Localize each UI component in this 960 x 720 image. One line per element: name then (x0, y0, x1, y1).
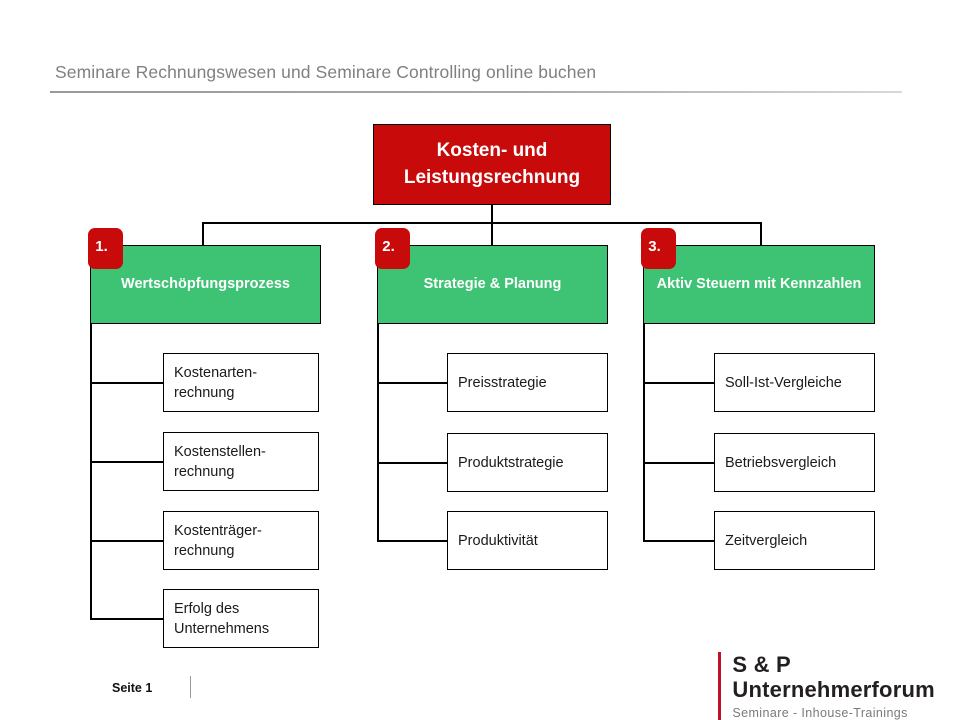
leaf-node-label: Kostenarten- rechnung (174, 364, 258, 401)
header-divider (50, 91, 902, 93)
rail-col2 (377, 324, 379, 542)
stub-col2-item1 (377, 382, 448, 384)
leaf-node-label: Produktstrategie (458, 454, 564, 471)
stub-col3-item3 (643, 540, 715, 542)
company-logo: S & P Unternehmerforum Seminare - Inhous… (718, 652, 960, 720)
connector-drop-col1 (202, 222, 204, 246)
leaf-node: Erfolg des Unternehmens (163, 589, 319, 648)
stub-col1-item4 (90, 618, 164, 620)
logo-accent-bar (718, 652, 722, 720)
leaf-node: Betriebsvergleich (714, 433, 875, 492)
stub-col1-item1 (90, 382, 164, 384)
stub-col3-item1 (643, 382, 715, 384)
category-node-2: Strategie & Planung (377, 245, 608, 324)
leaf-node-label: Produktivität (458, 532, 538, 549)
category-badge-3-label: 3. (648, 238, 661, 255)
logo-company-name: S & P Unternehmerforum (732, 652, 935, 703)
connector-drop-col2 (491, 222, 493, 246)
root-node: Kosten- und Leistungsrechnung (373, 124, 611, 205)
stub-col2-item3 (377, 540, 448, 542)
leaf-node: Preisstrategie (447, 353, 608, 412)
rail-col1 (90, 324, 92, 619)
leaf-node-label: Soll-Ist-Vergleiche (725, 374, 842, 391)
stub-col3-item2 (643, 462, 715, 464)
category-node-1-label: Wertschöpfungsprozess (121, 275, 290, 292)
footer-divider (190, 676, 191, 698)
leaf-node: Soll-Ist-Vergleiche (714, 353, 875, 412)
category-badge-2-label: 2. (382, 238, 395, 255)
leaf-node-label: Zeitvergleich (725, 532, 808, 549)
leaf-node: Produktivität (447, 511, 608, 570)
category-node-1: Wertschöpfungsprozess (90, 245, 321, 324)
category-node-3-label: Aktiv Steuern mit Kennzahlen (656, 275, 862, 292)
rail-col3 (643, 324, 645, 542)
category-badge-1: 1. (88, 228, 123, 269)
stub-col1-item2 (90, 461, 164, 463)
category-badge-3: 3. (641, 228, 676, 269)
stub-col2-item2 (377, 462, 448, 464)
logo-text: S & P Unternehmerforum Seminare - Inhous… (732, 652, 960, 720)
leaf-node-label: Betriebsvergleich (725, 454, 837, 471)
category-node-2-label: Strategie & Planung (423, 275, 562, 292)
category-node-3: Aktiv Steuern mit Kennzahlen (643, 245, 875, 324)
page-title: Seminare Rechnungswesen und Seminare Con… (55, 62, 597, 82)
category-badge-2: 2. (375, 228, 410, 269)
leaf-node: Kostenstellen- rechnung (163, 432, 319, 491)
connector-bus (202, 222, 762, 224)
page-number: Seite 1 (112, 681, 153, 695)
leaf-node: Zeitvergleich (714, 511, 875, 570)
stub-col1-item3 (90, 540, 164, 542)
leaf-node-label: Erfolg des Unternehmens (174, 600, 270, 637)
connector-root-drop (491, 205, 493, 223)
logo-tagline: Seminare - Inhouse-Trainings (732, 705, 908, 720)
category-badge-1-label: 1. (95, 238, 108, 255)
root-node-label: Kosten- und Leistungsrechnung (403, 140, 581, 188)
connector-drop-col3 (760, 222, 762, 246)
leaf-node-label: Kostenstellen- rechnung (174, 443, 266, 480)
leaf-node: Kostenarten- rechnung (163, 353, 319, 412)
leaf-node: Produktstrategie (447, 433, 608, 492)
leaf-node-label: Kostenträger- rechnung (174, 522, 262, 559)
leaf-node: Kostenträger- rechnung (163, 511, 319, 570)
leaf-node-label: Preisstrategie (458, 374, 547, 391)
